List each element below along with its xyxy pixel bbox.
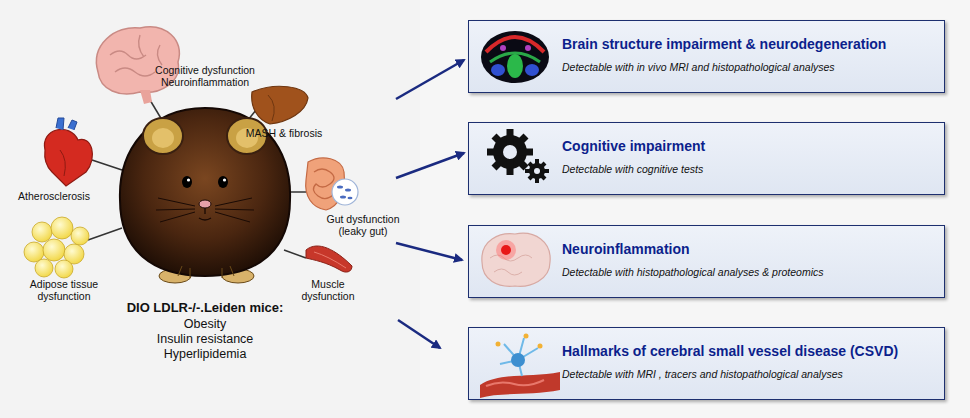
outcome-arrows <box>396 60 464 348</box>
box-subtitle: Detectable with in vivo MRI and histopat… <box>562 61 934 74</box>
liver-organ <box>252 86 308 124</box>
box-subtitle: Detectable with cognitive tests <box>562 163 934 176</box>
vessel-neuron-icon <box>480 334 560 399</box>
organ-label: Muscle dysfunction <box>292 278 364 302</box>
left-panel <box>0 0 420 418</box>
gut-organ <box>306 158 358 210</box>
model-trait: Insulin resistance <box>60 332 350 347</box>
box-subtitle: Detectable with histopathological analys… <box>562 266 934 279</box>
model-heading: DIO LDLR-/-.Leiden mice: <box>60 300 350 315</box>
outcome-box: Cognitive impairmentDetectable with cogn… <box>468 122 945 195</box>
organ-label: Adipose tissue dysfunction <box>14 278 114 302</box>
organ-label: Cognitive dysfunction Neuroinflammation <box>140 64 270 88</box>
box-title: Cognitive impairment <box>562 138 934 155</box>
inflamed-brain-icon <box>482 233 550 286</box>
box-subtitle: Detectable with MRI , tracers and histop… <box>562 368 934 381</box>
muscle-organ <box>306 246 352 272</box>
gears-icon <box>487 129 549 183</box>
organ-label: Atherosclerosis <box>8 190 100 202</box>
organ-label: Gut dysfunction (leaky gut) <box>318 213 408 237</box>
heart-organ <box>44 118 92 186</box>
organ-label: MASH & fibrosis <box>238 127 330 139</box>
mri-brain-icon <box>481 31 549 83</box>
box-title: Hallmarks of cerebral small vessel disea… <box>562 343 934 360</box>
box-title: Neuroinflammation <box>562 241 934 258</box>
model-trait: Hyperlipidemia <box>60 347 350 362</box>
model-trait: Obesity <box>60 317 350 332</box>
box-title: Brain structure impairment & neurodegene… <box>562 36 934 53</box>
adipose-organ <box>24 217 89 278</box>
